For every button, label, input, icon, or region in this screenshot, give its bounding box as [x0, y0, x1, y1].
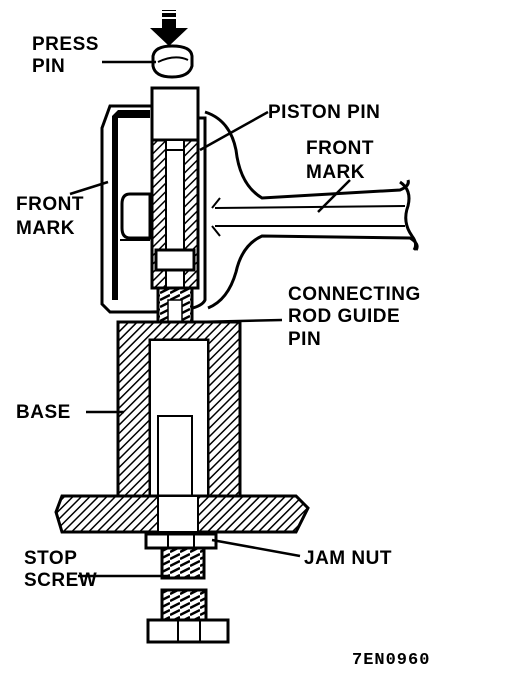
stop-screw-label: STOP SCREW: [24, 548, 97, 591]
connecting-rod-guide-pin-label: CONNECTING ROD GUIDE PIN: [288, 284, 427, 350]
figure-code: 7EN0960: [352, 651, 430, 670]
connecting-rod: [204, 110, 419, 310]
front-mark-right-label: FRONT MARK: [306, 138, 380, 183]
front-mark-left-label: FRONT MARK: [16, 194, 90, 239]
base-label: BASE: [16, 402, 71, 423]
press-base: [54, 320, 310, 534]
leader-lines: [69, 60, 351, 578]
piston-pin-label: PISTON PIN: [268, 102, 380, 123]
stop-screw: [146, 546, 230, 644]
press-pin-label: PRESS PIN: [32, 34, 105, 77]
jam-nut: [144, 532, 218, 550]
press-pin: [151, 44, 194, 79]
press-arrow-icon: [150, 10, 188, 46]
jam-nut-label: JAM NUT: [304, 548, 392, 569]
